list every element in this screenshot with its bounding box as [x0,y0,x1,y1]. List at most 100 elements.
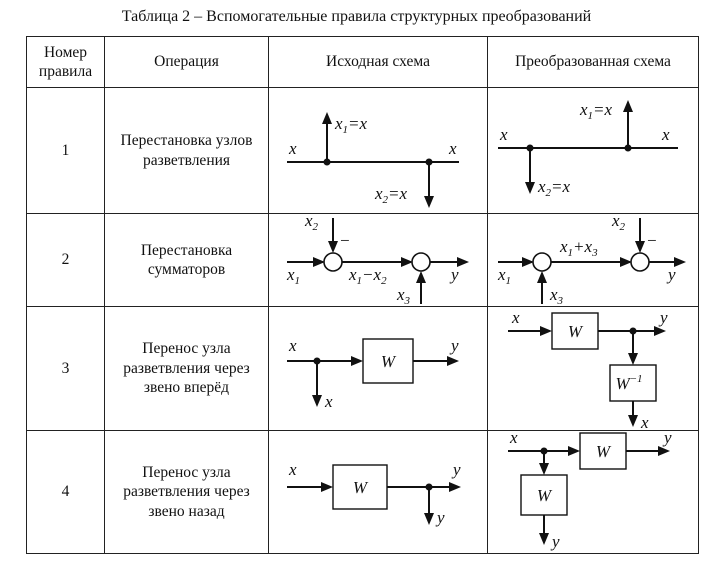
source-diagram-3: W x y x [287,336,459,411]
branch-node [624,144,632,152]
operation-line: Перенос узла [142,340,231,358]
rules-table: Номер правила Операция Исходная схема Пр… [26,36,699,554]
branch-node [540,447,548,455]
source-diagram-cell: W x y x [268,306,488,431]
source-diagram-cell: x1 x2 − x1−x2 x3 y [268,213,488,307]
branch-x-label: x [324,392,333,411]
arrow-right-icon [620,257,632,267]
block-w-lower-label: W [537,486,553,505]
input-x-label: x [288,336,297,355]
arrow-right-icon [401,257,413,267]
arrow-down-icon [539,463,549,475]
block-w [332,464,388,510]
arrow-down-icon [539,533,549,545]
input-x-label: x [509,431,518,447]
arrow-down-icon [328,241,338,253]
y-label: y [666,265,676,284]
branch-y-label: y [550,532,560,551]
transformed-diagram-cell: W W−1 x y x [487,306,699,431]
row-number: 3 [26,306,105,431]
x1-label: x1 [286,265,300,287]
transformed-diagram-2: x1 x3 x1+x3 x2 − y [497,214,686,306]
arrow-right-icon [321,482,333,492]
transformed-diagram-cell: x1 x3 x1+x3 x2 − y [487,213,699,307]
branch-node [526,144,534,152]
table-row: 2 Перестановка сумматоров x1 x2 − [26,213,699,307]
header-number-line2: правила [38,63,93,80]
operation-cell: Перенос узла разветвления через звено на… [104,430,269,554]
arrow-right-icon [654,326,666,336]
block-w [551,312,599,350]
table-header-row: Номер правила Операция Исходная схема Пр… [26,36,699,88]
arrow-right-icon [313,257,325,267]
arrow-up-icon [416,271,426,283]
x3-label: x3 [549,285,564,306]
transformed-diagram-4: W W x y y [508,431,672,551]
block-w-label: W [353,478,369,497]
block-w-label: W [596,442,612,461]
source-diagram-2: x1 x2 − x1−x2 x3 y [286,214,469,306]
operation-line: звено назад [148,502,225,520]
branch-node [313,357,321,365]
arrow-down-icon [635,241,645,253]
arrow-right-icon [449,482,461,492]
transformed-diagram-3: W W−1 x y x [508,308,668,430]
arrow-right-icon [540,326,552,336]
arrow-right-icon [568,446,580,456]
arrow-up-icon [322,112,332,124]
transformed-diagram-cell: W W x y y [487,430,699,554]
output-y-label: y [449,336,459,355]
arrow-right-icon [674,257,686,267]
output-y-label: y [451,460,461,479]
table-row: 1 Перестановка узлов разветвления x x x1… [26,87,699,214]
row-number: 4 [26,430,105,554]
block-w-inverse-label: W−1 [615,373,642,393]
y-label: y [449,265,459,284]
operation-line: Перестановка узлов [120,132,253,150]
input-x-label: x [511,308,520,327]
minus-sign: − [646,231,657,250]
x1-label: x1 [497,265,511,287]
header-number: Номер правила [26,36,105,88]
summator-2 [630,252,650,272]
arrow-down-icon [424,513,434,525]
x2-label: x2 [304,214,319,233]
output-x-label: x [661,125,670,144]
arrow-up-icon [623,100,633,112]
header-operation: Операция [104,36,269,88]
header-number-line1: Номер [43,43,88,61]
operation-line: звено вперёд [143,379,230,397]
operation-line: Перестановка [140,241,233,259]
block-w-label: W [381,352,397,371]
input-x-label: x [288,460,297,479]
arrow-up-icon [537,271,547,283]
minus-sign: − [339,231,350,250]
arrow-right-icon [522,257,534,267]
arrow-right-icon [457,257,469,267]
block-w [579,432,627,470]
arrow-down-icon [525,182,535,194]
x2-label: x2=x [374,184,408,206]
block-w-lower [520,474,568,516]
x1-plus-x3-label: x1+x3 [559,237,598,259]
operation-line: сумматоров [147,261,226,278]
output-y-label: y [658,308,668,327]
arrow-right-icon [658,446,670,456]
x1-label: x1=x [579,100,613,122]
block-w-label: W [568,322,584,341]
transformed-diagram-cell: x x x1=x x2=x [487,87,699,214]
source-diagram-cell: x x x1=x x2=x [268,87,488,214]
arrow-down-icon [424,196,434,208]
branch-x-label: x [640,413,649,430]
row-number: 1 [26,87,105,214]
operation-cell: Перенос узла разветвления через звено вп… [104,306,269,431]
summator-1 [323,252,343,272]
operation-line: разветвления через [123,359,250,377]
operation-line: разветвления через [123,483,250,501]
x2-label: x2=x [537,177,571,199]
arrow-right-icon [351,356,363,366]
x2-label: x2 [611,214,626,233]
operation-cell: Перестановка сумматоров [104,213,269,307]
arrow-down-icon [312,395,322,407]
arrow-down-icon [628,415,638,427]
